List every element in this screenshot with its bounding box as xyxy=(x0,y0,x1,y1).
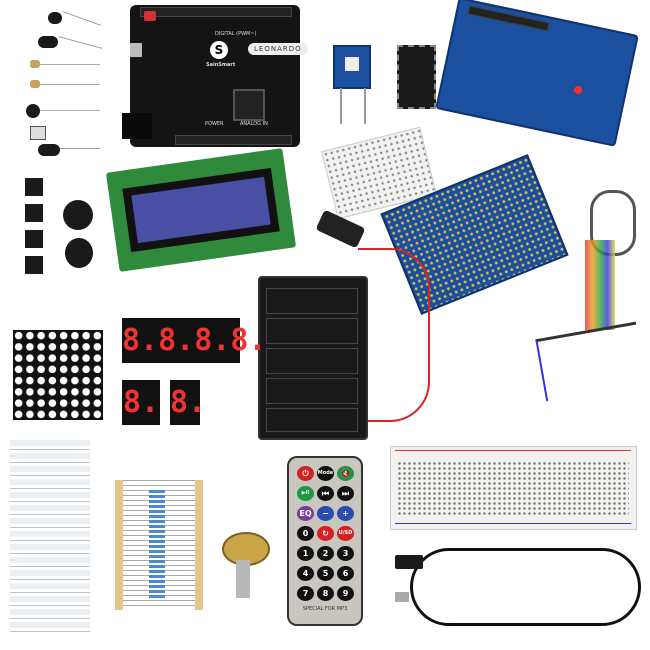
remote-button: ⏮ xyxy=(317,486,334,501)
remote-button: 4 xyxy=(297,566,314,581)
ic-chip xyxy=(397,45,436,109)
remote-button: U/SD xyxy=(337,526,354,541)
remote-button: 3 xyxy=(337,546,354,561)
remote-button: 7 xyxy=(297,586,314,601)
remote-button: 🔇 xyxy=(337,466,354,481)
analog-label: ANALOG IN xyxy=(240,121,268,127)
power-label: POWER xyxy=(205,121,224,127)
clear-leds xyxy=(10,440,90,635)
jumper-wires xyxy=(520,180,647,415)
buzzer xyxy=(63,200,93,230)
remote-button: 5 xyxy=(317,566,334,581)
usb-connector xyxy=(395,555,423,569)
sainsmart-logo: S xyxy=(210,41,228,59)
lcd-module xyxy=(105,148,297,272)
battery-holder xyxy=(258,276,368,440)
led-matrix xyxy=(13,330,103,420)
remote-button: 1 xyxy=(297,546,314,561)
remote-button: 0 xyxy=(297,526,314,541)
leonardo-board: DIGITAL (PWM~) S SainSmart LEONARDO POWE… xyxy=(122,5,308,147)
remote-button: Mode xyxy=(317,466,334,481)
remote-button: ▶II xyxy=(297,486,314,501)
sensor-module xyxy=(333,45,371,89)
breadboard xyxy=(390,446,637,530)
digital-label: DIGITAL (PWM~) xyxy=(215,31,257,37)
resistors xyxy=(115,480,205,610)
remote-button: 6 xyxy=(337,566,354,581)
remote-button: ⏻ xyxy=(297,466,314,481)
single-digit-display: 8. xyxy=(170,380,206,425)
remote-button: ⏭ xyxy=(337,486,354,501)
brand-label: SainSmart xyxy=(206,62,236,68)
single-digit-display: 8. xyxy=(122,380,160,425)
four-digit-display: 8.8.8.8. xyxy=(122,318,267,363)
remote-button: EQ xyxy=(297,506,314,521)
remote-button: − xyxy=(317,506,334,521)
remote-footer: SPECIAL FOR MP3 xyxy=(302,606,348,612)
remote-button: ↻ xyxy=(317,526,334,541)
push-buttons xyxy=(25,178,45,278)
buzzer xyxy=(65,238,93,268)
xbee-shield xyxy=(435,0,639,147)
remote-button: 8 xyxy=(317,586,334,601)
sensor-components xyxy=(18,8,103,158)
remote-button: + xyxy=(337,506,354,521)
microcontroller-chip xyxy=(233,89,265,121)
remote-button: 9 xyxy=(337,586,354,601)
remote-button: 2 xyxy=(317,546,334,561)
model-label: LEONARDO xyxy=(248,43,308,55)
usb-cable xyxy=(410,548,641,626)
